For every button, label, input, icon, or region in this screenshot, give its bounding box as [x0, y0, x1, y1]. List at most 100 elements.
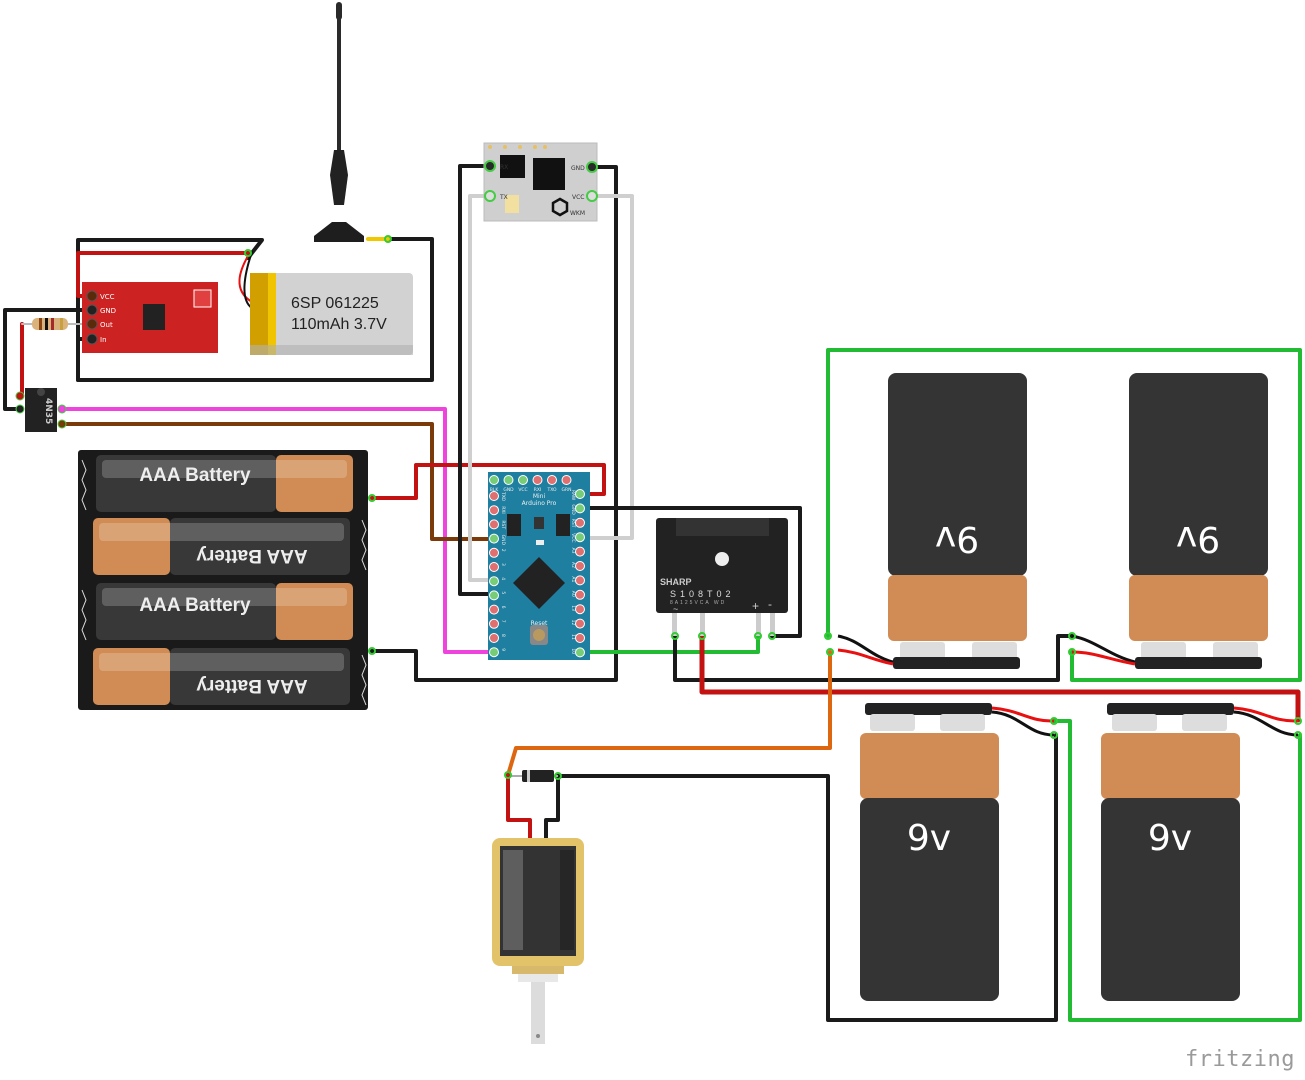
arduino-pin-10[interactable] [575, 647, 585, 658]
arduino-pin-dgnd[interactable] [489, 533, 499, 544]
arduino-pin-a1[interactable] [575, 575, 585, 586]
wire-gps-rx-black[interactable] [458, 164, 496, 596]
arduino-pin-gnd[interactable] [503, 475, 514, 485]
lipo-label-line2: 110mAh 3.7V [291, 316, 387, 333]
wire-9v-bottom-green[interactable] [1052, 719, 1302, 1022]
arduino-pin-d4[interactable] [489, 576, 499, 587]
optocoupler-4n35[interactable]: 4N35 [15, 388, 67, 432]
arduino-pin-label: 12 [570, 620, 576, 626]
arduino-pin-gnd[interactable] [575, 503, 585, 514]
arduino-pin-label: BLK [490, 487, 500, 493]
arduino-title-pro: Arduino Pro [522, 500, 557, 507]
arduino-pin-11[interactable] [575, 633, 585, 643]
wire-gps-tx-white[interactable] [468, 194, 496, 582]
arduino-pin-label: VCC [570, 533, 576, 542]
antenna[interactable] [314, 2, 364, 242]
ssr-ac-symbol: ~ [673, 604, 678, 614]
wire-solenoid-red[interactable] [506, 773, 532, 840]
solenoid[interactable] [492, 838, 584, 1044]
battery-9v-4[interactable]: 9v [1101, 703, 1299, 1001]
arduino-pin-label: TXO [500, 491, 506, 502]
arduino-pin-vcc[interactable] [575, 532, 585, 543]
arduino-pin-label: 3 [500, 563, 506, 566]
arduino-pin-dtxo[interactable] [489, 491, 499, 501]
arduino-pin-txo[interactable] [547, 475, 557, 485]
arduino-pin-label: 13 [570, 605, 576, 611]
gps-module[interactable]: RX TX GND VCC WKM [483, 142, 598, 222]
aaa-cell-label: AAA Battery [139, 465, 251, 486]
arduino-pin-label: RXI [534, 487, 542, 493]
wire-ssr-ac-black[interactable] [673, 634, 1074, 682]
arduino-pin-d9[interactable] [489, 647, 499, 658]
battery-9v-3[interactable]: 9v [860, 703, 1055, 1001]
connection-points [244, 235, 1302, 780]
battery-9v-label: 9v [1148, 818, 1192, 859]
arduino-title-mini: Mini [533, 493, 546, 500]
arduino-pin-label: RST [570, 519, 576, 528]
aaa-cell-4: AAA Battery [93, 648, 350, 705]
wire-solenoid-black[interactable] [544, 774, 560, 840]
arduino-pin-d3[interactable] [489, 562, 499, 572]
arduino-pin-rst[interactable] [575, 517, 585, 528]
solid-state-relay[interactable]: SHARP S108T02 8A125VCA WD ~ + - [656, 518, 788, 636]
wire-solenoid-orange[interactable] [506, 650, 832, 777]
optocoupler-label: 4N35 [43, 398, 53, 424]
arduino-pin-rxi[interactable] [532, 475, 543, 485]
gps-pin-wkm: WKM [570, 210, 585, 217]
ssr-minus: - [768, 597, 772, 611]
gps-pin-gnd: GND [571, 165, 585, 172]
lipo-battery[interactable]: 6SP 061225 110mAh 3.7V [250, 273, 413, 355]
arduino-pin-label: GND [500, 535, 506, 546]
wire-opto-pink[interactable] [60, 407, 496, 654]
wire-aaa-black[interactable] [370, 506, 618, 682]
arduino-pin-label: A0 [570, 591, 576, 597]
arduino-pin-vcc[interactable] [518, 475, 528, 485]
wire-diode-black[interactable] [556, 733, 1058, 1022]
diode[interactable] [510, 770, 558, 782]
resistor[interactable] [32, 318, 68, 330]
arduino-pin-blk[interactable] [489, 475, 499, 485]
battery-9v-2[interactable]: 9v [1071, 373, 1268, 669]
battery-9v-label: 9v [935, 518, 979, 559]
arduino-pin-drst[interactable] [489, 519, 499, 530]
arduino-pin-d8[interactable] [489, 633, 499, 643]
arduino-pin-d5[interactable] [489, 590, 499, 601]
arduino-pin-13[interactable] [575, 604, 585, 615]
arduino-pin-raw[interactable] [575, 489, 585, 499]
wire-sensor-gnd-black[interactable] [3, 308, 94, 411]
arduino-pin-12[interactable] [575, 618, 585, 629]
wires [3, 164, 1302, 1022]
arduino-pin-grn[interactable] [561, 475, 572, 485]
sensor-board[interactable]: VCC GND Out In [82, 282, 218, 353]
arduino-pin-label: 6 [500, 606, 506, 609]
arduino-pin-d7[interactable] [489, 618, 499, 629]
arduino-pin-drxi[interactable] [489, 505, 499, 516]
wire-gps-gnd-black[interactable] [590, 165, 618, 510]
arduino-pin-a0[interactable] [575, 589, 585, 600]
arduino-pin-d6[interactable] [489, 604, 499, 615]
wire-9v-top-green[interactable] [826, 348, 1302, 682]
lipo-label-line1: 6SP 061225 [291, 295, 379, 312]
wire-ssr-minus-black[interactable] [614, 506, 802, 638]
battery-9v-1[interactable]: 9v [837, 373, 1027, 669]
arduino-pin-d2[interactable] [489, 547, 499, 558]
wire-ssr-ac-red[interactable] [699, 633, 1301, 723]
aaa-cell-label: AAA Battery [139, 595, 251, 616]
arduino-pin-label: A2 [570, 562, 576, 568]
aaa-cell-2: AAA Battery [93, 518, 350, 575]
arduino-pin-label: VCC [518, 487, 527, 493]
aaa-battery-pack[interactable]: AAA Battery AAA Battery AAA Battery AAA … [78, 450, 368, 710]
wire-opto-brown[interactable] [60, 422, 496, 541]
wire-aaa-red[interactable] [370, 463, 606, 500]
arduino-pin-a3[interactable] [575, 546, 585, 557]
arduino-pin-label: GRN [562, 487, 572, 493]
gps-pin-vcc: VCC [572, 194, 584, 201]
arduino-pin-a2[interactable] [575, 561, 585, 571]
arduino-pin-label: 8 [500, 634, 506, 637]
sensor-pin-in: In [100, 336, 107, 344]
wire-ssr-plus-green[interactable] [578, 634, 760, 654]
wire-gps-vcc-white[interactable] [578, 194, 634, 540]
